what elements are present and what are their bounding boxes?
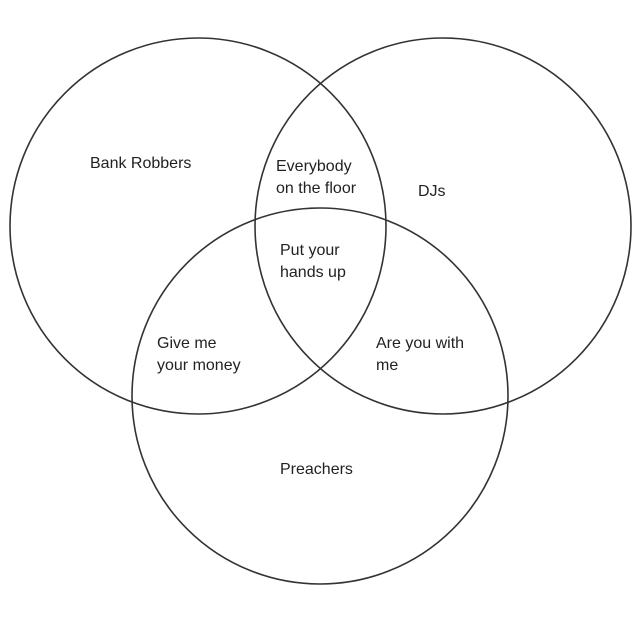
intersection-djs-preachers-line1: Are you with <box>376 335 465 352</box>
intersection-bank-robbers-djs-line1: Everybody <box>276 158 352 175</box>
intersection-djs-preachers: Are you with me <box>376 333 464 377</box>
intersection-all-three-line1: Put your <box>280 242 340 259</box>
intersection-all-three: Put your hands up <box>280 240 346 284</box>
set-label-preachers: Preachers <box>280 459 353 481</box>
circle-preachers <box>131 207 509 585</box>
set-label-bank-robbers: Bank Robbers <box>90 153 191 175</box>
set-label-bank-robbers-text: Bank Robbers <box>90 155 192 172</box>
intersection-bank-robbers-djs-line2: on the floor <box>276 180 357 197</box>
set-label-djs-text: DJs <box>418 183 446 200</box>
set-label-preachers-text: Preachers <box>280 461 353 478</box>
intersection-all-three-line2: hands up <box>280 264 346 281</box>
circle-djs <box>254 37 632 415</box>
intersection-bank-robbers-preachers-line2: your money <box>157 357 241 374</box>
circle-bank-robbers <box>9 37 387 415</box>
intersection-djs-preachers-line2: me <box>376 357 399 374</box>
intersection-bank-robbers-preachers: Give me your money <box>157 333 241 377</box>
intersection-bank-robbers-preachers-line1: Give me <box>157 335 217 352</box>
intersection-bank-robbers-djs: Everybody on the floor <box>276 156 356 200</box>
set-label-djs: DJs <box>418 181 446 203</box>
